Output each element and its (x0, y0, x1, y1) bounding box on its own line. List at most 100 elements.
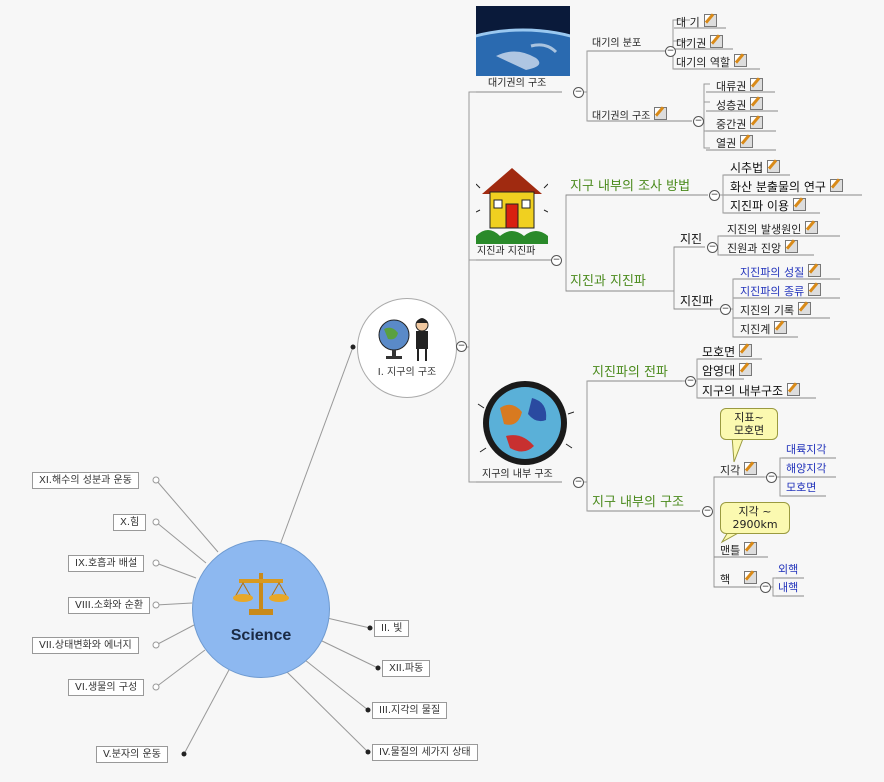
note-icon[interactable] (750, 97, 764, 110)
topic-5[interactable]: V.분자의 운동 (96, 746, 168, 763)
wave-item[interactable]: 지진파의 성질 (740, 264, 822, 280)
topic-9[interactable]: IX.호흡과 배설 (68, 555, 145, 572)
note-icon[interactable] (740, 135, 754, 148)
note-icon[interactable] (750, 78, 764, 91)
topic-3[interactable]: III.지각의 물질 (372, 702, 448, 719)
atm-structure[interactable]: 대기권의 구조 (592, 107, 668, 124)
item-label: 화산 분출물의 연구 (730, 180, 826, 194)
method-item[interactable]: 시추법 (730, 160, 781, 175)
topic-10[interactable]: X.힘 (113, 514, 147, 531)
collapse-toggle[interactable]: − (551, 255, 562, 266)
main-topic[interactable]: I. 지구의 구조 (357, 298, 457, 398)
topic-2[interactable]: II. 빛 (374, 620, 410, 637)
crust-node[interactable]: 지각 (720, 462, 758, 478)
atm-layer[interactable]: 중간권 (716, 116, 764, 132)
item-label: 지진의 기록 (740, 304, 795, 317)
quake-node[interactable]: 지진 (680, 232, 703, 246)
item-label: 대기권의 구조 (592, 111, 651, 122)
earth-interior-image (477, 381, 574, 465)
wave-item[interactable]: 지진계 (740, 321, 788, 337)
crust-item[interactable]: 해양지각 (786, 462, 827, 475)
collapse-toggle[interactable]: − (665, 46, 676, 57)
note-icon[interactable] (739, 363, 753, 376)
note-icon[interactable] (750, 116, 764, 129)
item-label: 지진파의 종류 (740, 285, 805, 298)
topic-8[interactable]: VIII.소화와 순환 (68, 597, 151, 614)
atm-dist-item[interactable]: 대기권 (676, 35, 724, 51)
quake-method[interactable]: 지구 내부의 조사 방법 (570, 179, 691, 194)
collapse-toggle[interactable]: − (573, 477, 584, 488)
core-item[interactable]: 내핵 (778, 581, 799, 594)
collapse-toggle[interactable]: − (709, 190, 720, 201)
note-icon[interactable] (654, 107, 668, 120)
atm-distribution[interactable]: 대기의 분포 (592, 38, 642, 49)
note-icon[interactable] (734, 54, 748, 67)
wave-node[interactable]: 지진파 (680, 294, 714, 308)
note-icon[interactable] (808, 283, 822, 296)
wave-item[interactable]: 지진의 기록 (740, 302, 812, 318)
note-icon[interactable] (829, 179, 843, 192)
note-icon[interactable] (744, 462, 758, 475)
central-topic[interactable]: Science (192, 540, 330, 678)
crust-item[interactable]: 모호면 (786, 481, 817, 494)
collapse-toggle[interactable]: − (693, 116, 704, 127)
mantle-node[interactable]: 맨틀 (720, 542, 758, 558)
method-item[interactable]: 지진파 이용 (730, 198, 807, 213)
quake-item[interactable]: 지진의 발생원인 (727, 221, 819, 237)
section-atmosphere[interactable]: 대기권의 구조 (488, 78, 547, 89)
method-item[interactable]: 화산 분출물의 연구 (730, 179, 843, 194)
atm-dist-item[interactable]: 대기의 역할 (676, 54, 748, 70)
item-label: 핵 (720, 573, 731, 586)
note-icon[interactable] (785, 240, 799, 253)
note-icon[interactable] (787, 383, 801, 396)
topic-4[interactable]: IV.물질의 세가지 상태 (372, 744, 478, 761)
interior-wave-item[interactable]: 지구의 내부구조 (702, 383, 801, 398)
interior-wave-item[interactable]: 모호면 (702, 344, 753, 359)
note-icon[interactable] (774, 321, 788, 334)
topic-12[interactable]: XII.파동 (382, 660, 431, 677)
item-label: 암영대 (702, 364, 736, 378)
note-icon[interactable] (808, 264, 822, 277)
collapse-toggle[interactable]: − (766, 472, 777, 483)
callout-line: 지각 ~ (738, 505, 772, 518)
note-icon[interactable] (744, 571, 758, 584)
section-earthquake[interactable]: 지진과 지진파 (477, 246, 536, 257)
section-interior[interactable]: 지구의 내부 구조 (482, 469, 553, 480)
note-icon[interactable] (739, 344, 753, 357)
interior-wave[interactable]: 지진파의 전파 (592, 365, 668, 380)
collapse-toggle[interactable]: − (720, 304, 731, 315)
atm-layer[interactable]: 대류권 (716, 78, 764, 94)
note-icon[interactable] (767, 160, 781, 173)
collapse-toggle[interactable]: − (573, 87, 584, 98)
note-icon[interactable] (710, 35, 724, 48)
callout-line: 지표~ (734, 411, 764, 424)
crust-item[interactable]: 대륙지각 (786, 443, 827, 456)
collapse-toggle[interactable]: − (707, 242, 718, 253)
topic-11[interactable]: XI.해수의 성분과 운동 (32, 472, 139, 489)
core-item[interactable]: 외핵 (778, 563, 799, 576)
collapse-toggle[interactable]: − (702, 506, 713, 517)
collapse-toggle[interactable]: − (685, 376, 696, 387)
note-icon[interactable] (703, 14, 717, 27)
item-label: 대류권 (716, 80, 747, 93)
note-icon[interactable] (744, 542, 758, 555)
quake-wave[interactable]: 지진과 지진파 (570, 274, 646, 289)
collapse-toggle[interactable]: − (456, 341, 467, 352)
item-label: 지진파의 성질 (740, 266, 805, 279)
item-label: 중간권 (716, 118, 747, 131)
atm-layer[interactable]: 열권 (716, 135, 754, 151)
note-icon[interactable] (798, 302, 812, 315)
topic-7[interactable]: VII.상태변화와 에너지 (32, 637, 139, 654)
collapse-toggle[interactable]: − (760, 582, 771, 593)
mantle-callout: 지각 ~ 2900km (720, 502, 790, 534)
interior-wave-item[interactable]: 암영대 (702, 363, 753, 378)
core-node[interactable]: 핵 (720, 571, 758, 587)
atm-dist-item[interactable]: 대 기 (676, 14, 717, 30)
note-icon[interactable] (793, 198, 807, 211)
topic-6[interactable]: VI.생물의 구성 (68, 679, 145, 696)
atm-layer[interactable]: 성층권 (716, 97, 764, 113)
note-icon[interactable] (805, 221, 819, 234)
quake-item[interactable]: 진원과 진앙 (727, 240, 799, 256)
wave-item[interactable]: 지진파의 종류 (740, 283, 822, 299)
interior-structure[interactable]: 지구 내부의 구조 (592, 495, 684, 510)
